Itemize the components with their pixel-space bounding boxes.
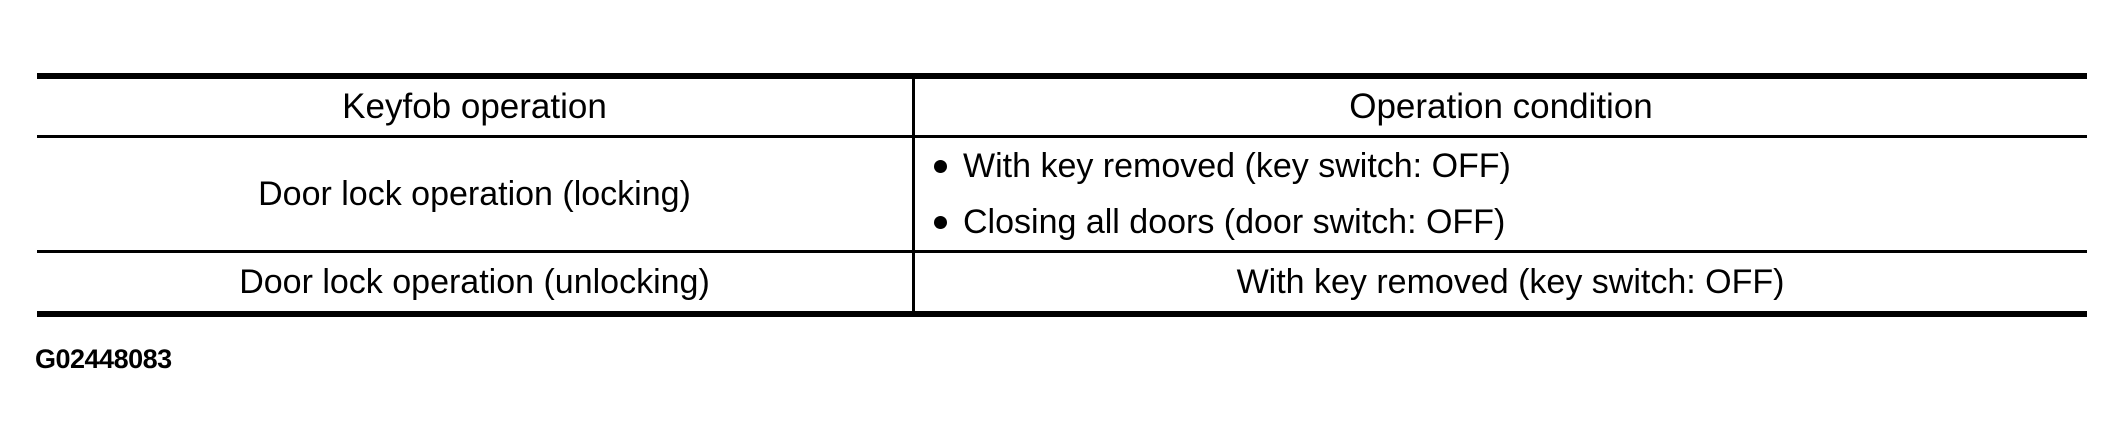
table-row-unlocking: Door lock operation (unlocking) With key… <box>37 253 2087 311</box>
conditions-cell-locking: With key removed (key switch: OFF) Closi… <box>912 138 2087 250</box>
condition-text: With key removed (key switch: OFF) <box>912 253 2087 311</box>
operation-label-unlocking: Door lock operation (unlocking) <box>239 263 710 301</box>
figure-id-label: G02448083 <box>35 344 172 374</box>
bullet-icon <box>934 159 947 173</box>
condition-text: With key removed (key switch: OFF) <box>963 147 1511 185</box>
keyfob-operation-table: Keyfob operation Operation condition Doo… <box>37 73 2087 317</box>
condition-list-item: Closing all doors (door switch: OFF) <box>934 202 2087 242</box>
condition-list-item: With key removed (key switch: OFF) <box>934 146 2087 186</box>
column-header-keyfob-operation: Keyfob operation <box>342 87 607 126</box>
table-row-locking: Door lock operation (locking) With key r… <box>37 138 2087 253</box>
table-header-row: Keyfob operation Operation condition <box>37 79 2087 138</box>
column-header-operation-condition: Operation condition <box>912 79 2087 135</box>
operation-label-locking: Door lock operation (locking) <box>258 175 691 213</box>
condition-text: Closing all doors (door switch: OFF) <box>963 203 1506 241</box>
bullet-icon <box>934 215 947 229</box>
